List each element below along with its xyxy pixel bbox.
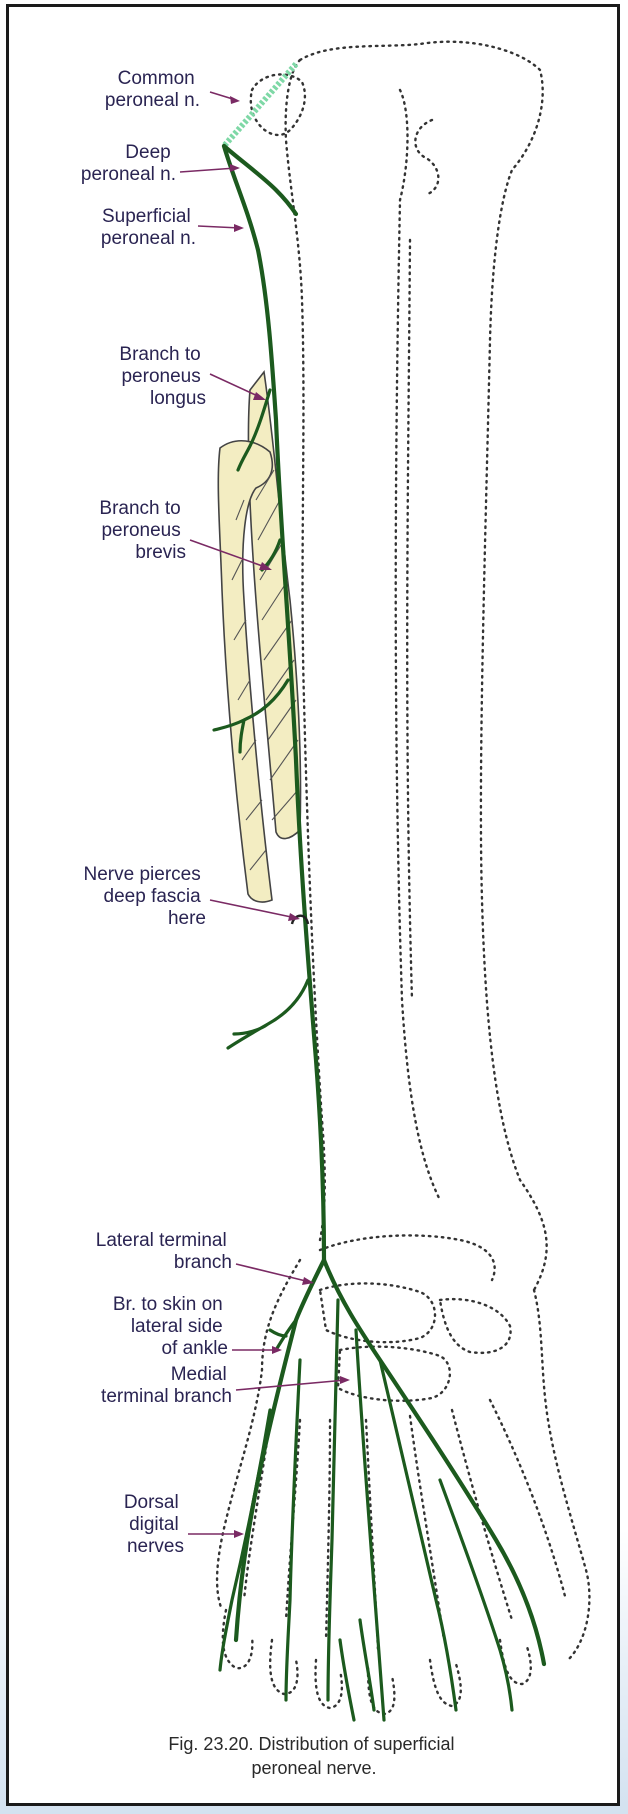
label-deep-peroneal: Deep peroneal n.	[81, 142, 176, 185]
dorsal-digital-2	[286, 1360, 300, 1700]
label-skin-ankle: Br. to skin on lateral side of ankle	[113, 1294, 228, 1359]
label-superficial-peroneal: Superficial peroneal n.	[101, 206, 196, 249]
label-branch-brevis: Branch to peroneus brevis	[99, 498, 186, 563]
tarsal-bones	[320, 1283, 511, 1400]
figure-caption: Fig. 23.20. Distribution of superficial …	[168, 1734, 459, 1778]
label-dorsal-digital: Dorsal digital nerves	[124, 1492, 184, 1557]
label-lateral-terminal: Lateral terminal branch	[96, 1230, 232, 1273]
dorsal-digital-5	[380, 1360, 456, 1710]
label-common-peroneal: Common peroneal n.	[105, 68, 200, 111]
fibula-outline	[407, 240, 412, 1000]
lateral-terminal-branch	[236, 1260, 324, 1640]
ankle-outline	[320, 1235, 495, 1280]
label-branch-longus: Branch to peroneus longus	[119, 344, 206, 409]
tibia-outline	[300, 42, 547, 1290]
labels: Common peroneal n. Deep peroneal n. Supe…	[81, 68, 232, 1557]
common-peroneal-nerve	[224, 64, 296, 146]
dorsal-digital-4	[356, 1330, 384, 1720]
tuberosity-mark	[415, 120, 438, 194]
dorsal-digital-7	[340, 1620, 374, 1720]
dorsal-digital-1	[220, 1410, 270, 1670]
cutaneous-branch-2	[228, 980, 308, 1048]
tibia-inner-outline	[396, 90, 440, 1200]
label-medial-terminal: Medial terminal branch	[101, 1364, 232, 1407]
label-pierces-fascia: Nerve pierces deep fascia here	[84, 864, 207, 929]
